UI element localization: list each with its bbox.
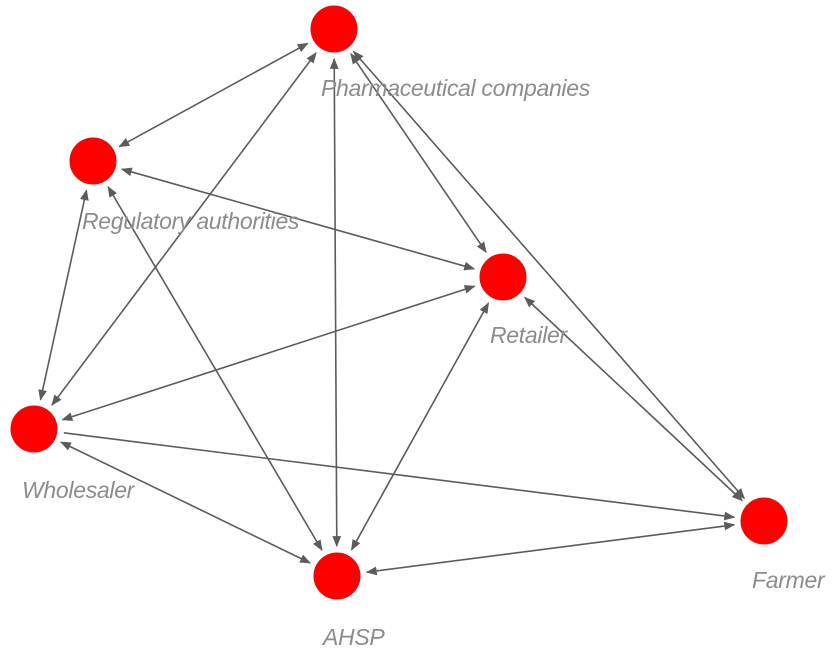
nodes-layer (10, 5, 788, 600)
edge-regulatory-ahsp (107, 185, 323, 552)
edge-wholesaler-retailer (61, 285, 476, 421)
node-ahsp[interactable] (313, 552, 361, 600)
label-pharma: Pharmaceutical companies (321, 75, 591, 101)
node-regulatory[interactable] (69, 137, 117, 185)
edge-pharma-ahsp (329, 57, 342, 548)
node-retailer[interactable] (479, 253, 527, 301)
label-ahsp: AHSP (321, 624, 385, 650)
edge-pharma-farmer (352, 50, 746, 500)
edge-pharma-regulatory (118, 42, 309, 148)
edge-ahsp-farmer (365, 521, 736, 576)
node-wholesaler[interactable] (10, 405, 58, 453)
labels-layer: Pharmaceutical companies Regulatory auth… (22, 75, 826, 650)
edge-retailer-ahsp (350, 302, 490, 551)
node-pharma[interactable] (310, 5, 358, 53)
label-wholesaler: Wholesaler (22, 477, 136, 503)
edge-wholesaler-farmer (63, 432, 736, 521)
edge-wholesaler-ahsp (60, 441, 311, 564)
edge-retailer-farmer (524, 296, 743, 502)
label-regulatory: Regulatory authorities (82, 208, 300, 234)
label-farmer: Farmer (752, 567, 826, 593)
label-retailer: Retailer (490, 322, 568, 348)
node-farmer[interactable] (740, 497, 788, 545)
edges-layer (38, 42, 746, 576)
